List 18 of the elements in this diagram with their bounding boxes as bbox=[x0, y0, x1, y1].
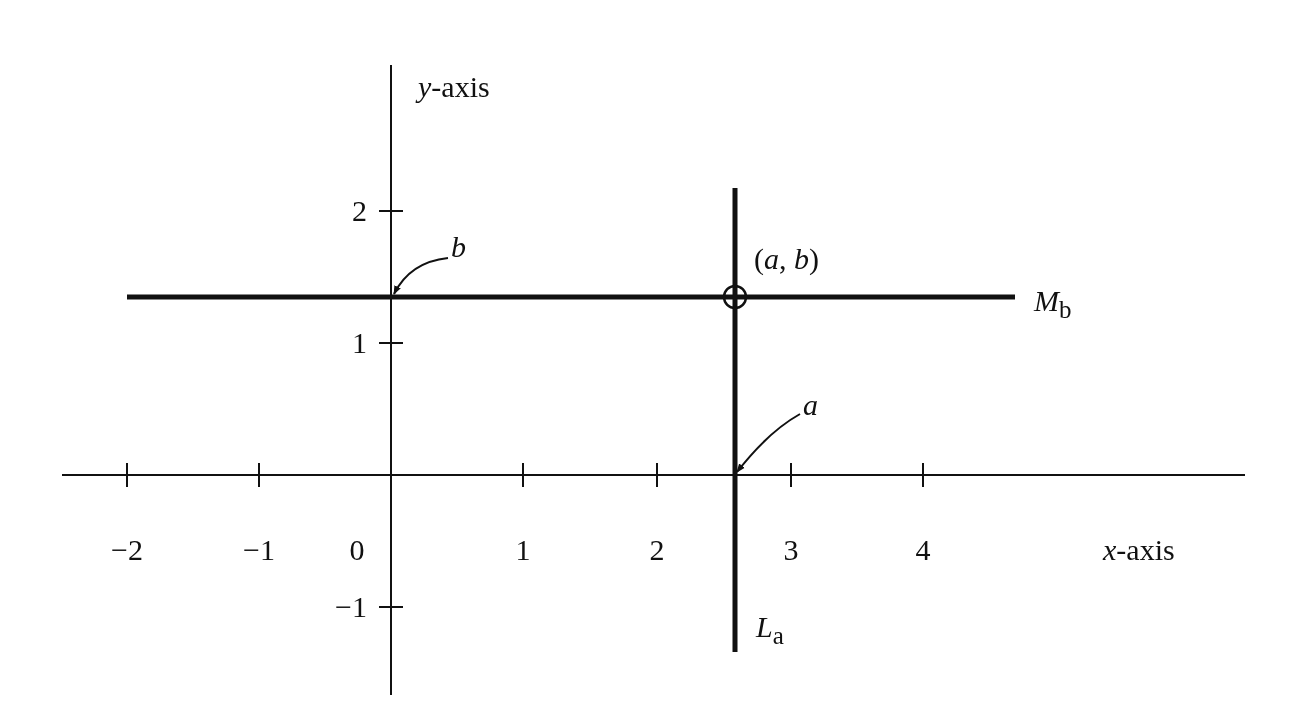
tick-label: −1 bbox=[335, 592, 367, 622]
leader-line bbox=[736, 413, 801, 473]
line-label: L$_{a}$ bbox=[756, 612, 784, 648]
tick-label: 2 bbox=[352, 196, 367, 226]
point-label: b bbox=[451, 232, 466, 262]
tick-label: 1 bbox=[515, 535, 531, 565]
tick-label: −2 bbox=[111, 535, 143, 565]
point-label: a bbox=[803, 390, 818, 420]
tick-label: 2 bbox=[649, 535, 665, 565]
tick-label: 4 bbox=[915, 535, 931, 565]
tick-label: 1 bbox=[352, 328, 367, 358]
axis-label: x-axis bbox=[1103, 535, 1175, 565]
point-label: (a, b) bbox=[754, 244, 819, 274]
tick-label: 3 bbox=[783, 535, 799, 565]
tick-label: 0 bbox=[349, 535, 365, 565]
leader-line bbox=[393, 257, 449, 295]
line-label: M$_{b}$ bbox=[1034, 286, 1072, 322]
tick-label: −1 bbox=[243, 535, 275, 565]
